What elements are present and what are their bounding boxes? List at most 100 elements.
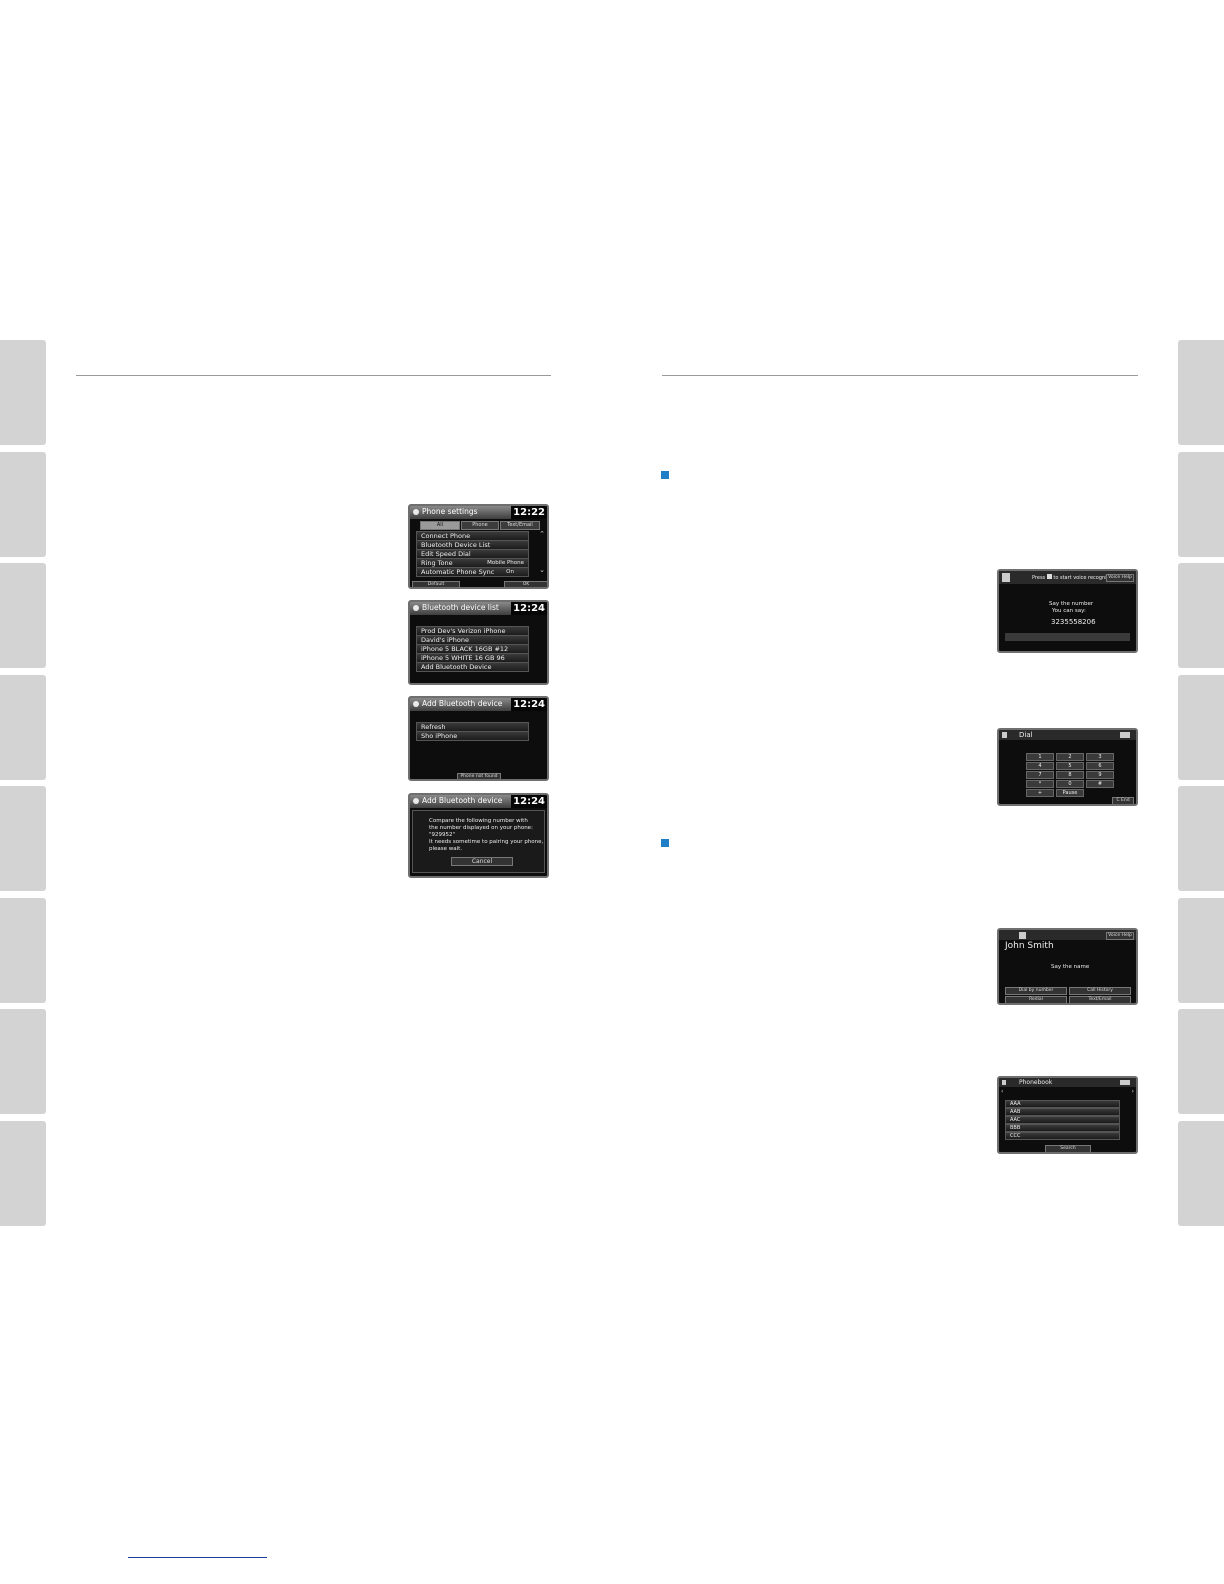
left-page-rule	[76, 375, 551, 376]
ring-tone-value: Mobile Phone	[487, 560, 524, 566]
text-email-button[interactable]: Text/Email	[1069, 996, 1131, 1003]
left-section-tab-5[interactable]	[0, 786, 46, 891]
right-section-tab-6[interactable]	[1178, 898, 1224, 1003]
key-hash[interactable]: #	[1086, 780, 1114, 788]
pairing-screen: Add Bluetooth device 12:24 Compare the f…	[408, 793, 549, 878]
key-8[interactable]: 8	[1056, 771, 1084, 779]
found-phone-item[interactable]: Sho iPhone	[416, 731, 529, 741]
chevron-left-icon[interactable]: ‹	[1001, 1088, 1004, 1095]
tab-all[interactable]: All	[420, 521, 460, 530]
key-plus[interactable]: +	[1026, 789, 1054, 797]
left-section-tab-2[interactable]	[0, 452, 46, 557]
left-section-tab-6[interactable]	[0, 898, 46, 1003]
key-star[interactable]: *	[1026, 780, 1054, 788]
phonebook-entry[interactable]: CCC	[1005, 1132, 1120, 1140]
pairing-code: "929952"	[429, 832, 456, 838]
screen-header: Add Bluetooth device 12:24	[410, 795, 547, 808]
right-section-tab-2[interactable]	[1178, 452, 1224, 557]
key-5[interactable]: 5	[1056, 762, 1084, 770]
key-0[interactable]: 0	[1056, 780, 1084, 788]
home-icon	[413, 509, 419, 515]
default-button[interactable]: Default	[412, 581, 460, 587]
scroll-down-icon[interactable]: ⌄	[539, 566, 545, 574]
key-1[interactable]: 1	[1026, 753, 1054, 761]
key-4[interactable]: 4	[1026, 762, 1054, 770]
home-icon	[413, 701, 419, 707]
phonebook-entry[interactable]: AAA	[1005, 1100, 1120, 1108]
left-section-tab-4[interactable]	[0, 675, 46, 780]
dial-by-number-button[interactable]: Dial by number	[1005, 987, 1067, 995]
left-section-tab-8[interactable]	[0, 1121, 46, 1226]
right-page-rule	[662, 375, 1138, 376]
voice-prompt: Press to start voice recognition	[1032, 574, 1117, 581]
recognition-bar	[1005, 633, 1130, 641]
right-section-tab-3[interactable]	[1178, 563, 1224, 668]
pairing-line-5: please wait.	[429, 846, 463, 852]
key-2[interactable]: 2	[1056, 753, 1084, 761]
signal-icon	[1120, 1080, 1130, 1085]
key-9[interactable]: 9	[1086, 771, 1114, 779]
right-section-tab-4[interactable]	[1178, 675, 1224, 780]
tab-phone[interactable]: Phone	[461, 521, 499, 530]
phone-icon	[1019, 932, 1026, 939]
dial-screen: Dial 1 2 3 4 5 6 7 8 9 * 0 # + Pause C E…	[997, 728, 1138, 806]
call-history-button[interactable]: Call History	[1069, 987, 1131, 995]
voice-header: Voice Help	[999, 930, 1136, 940]
right-section-tab-5[interactable]	[1178, 786, 1224, 891]
screen-title: Add Bluetooth device	[422, 699, 503, 708]
signal-icon	[1120, 732, 1130, 738]
voice-header: Press to start voice recognition Voice H…	[999, 571, 1136, 584]
clock: 12:24	[511, 602, 547, 615]
dial-header: Dial	[999, 730, 1136, 740]
add-bluetooth-device-item[interactable]: Add Bluetooth Device	[416, 662, 529, 672]
search-button[interactable]: Search	[1045, 1145, 1091, 1152]
section-bullet-2	[661, 839, 669, 847]
clock: 12:22	[511, 506, 547, 519]
key-7[interactable]: 7	[1026, 771, 1054, 779]
screen-header: Phone settings 12:22	[410, 506, 547, 519]
phonebook-entry[interactable]: AAB	[1005, 1108, 1120, 1116]
talk-icon	[1046, 574, 1052, 579]
phonebook-entry[interactable]: AAC	[1005, 1116, 1120, 1124]
left-section-tab-3[interactable]	[0, 563, 46, 668]
phone-settings-screen: Phone settings 12:22 All Phone Text/Emai…	[408, 504, 549, 589]
end-button[interactable]: C End	[1112, 797, 1134, 804]
phone-icon	[1002, 732, 1007, 738]
clock: 12:24	[511, 698, 547, 711]
clock: 12:24	[511, 795, 547, 808]
footer-link-underline[interactable]	[128, 1557, 267, 1558]
key-pause[interactable]: Pause	[1056, 789, 1084, 797]
voice-number-screen: Press to start voice recognition Voice H…	[997, 569, 1138, 653]
phonebook-header: Phonebook	[999, 1078, 1136, 1087]
home-icon	[413, 798, 419, 804]
right-section-tab-8[interactable]	[1178, 1121, 1224, 1226]
left-section-tab-1[interactable]	[0, 340, 46, 445]
right-section-tab-1[interactable]	[1178, 340, 1224, 445]
bluetooth-device-list-screen: Bluetooth device list 12:24 Prod Dev's V…	[408, 600, 549, 685]
ok-button[interactable]: OK	[504, 581, 547, 587]
phonebook-screen: Phonebook ‹ › AAA AAB AAC BBB CCC Search	[997, 1076, 1138, 1154]
phonebook-entry[interactable]: BBB	[1005, 1124, 1120, 1132]
chevron-right-icon[interactable]: ›	[1131, 1088, 1134, 1095]
redial-button[interactable]: Redial	[1005, 996, 1067, 1003]
tab-text-email[interactable]: Text/Email	[500, 521, 540, 530]
voice-help-button[interactable]: Voice Help	[1106, 574, 1134, 582]
screen-title: Bluetooth device list	[422, 603, 499, 612]
cancel-button[interactable]: Cancel	[451, 857, 513, 866]
screen-title: Phone settings	[422, 507, 478, 516]
contact-name: John Smith	[1005, 941, 1054, 951]
key-6[interactable]: 6	[1086, 762, 1114, 770]
key-3[interactable]: 3	[1086, 753, 1114, 761]
voice-help-button[interactable]: Voice Help	[1106, 932, 1134, 940]
you-can-say-text: You can say:	[1052, 608, 1086, 614]
phone-not-found-button[interactable]: Phone not found	[457, 773, 501, 779]
scroll-up-icon[interactable]: ⌃	[539, 530, 545, 538]
number-text: 3235558206	[1051, 618, 1096, 626]
add-bluetooth-device-screen: Add Bluetooth device 12:24 Refresh Sho i…	[408, 696, 549, 781]
phonebook-title: Phonebook	[1019, 1079, 1053, 1086]
right-section-tab-7[interactable]	[1178, 1009, 1224, 1114]
screen-header: Bluetooth device list 12:24	[410, 602, 547, 615]
home-icon	[413, 605, 419, 611]
left-section-tab-7[interactable]	[0, 1009, 46, 1114]
